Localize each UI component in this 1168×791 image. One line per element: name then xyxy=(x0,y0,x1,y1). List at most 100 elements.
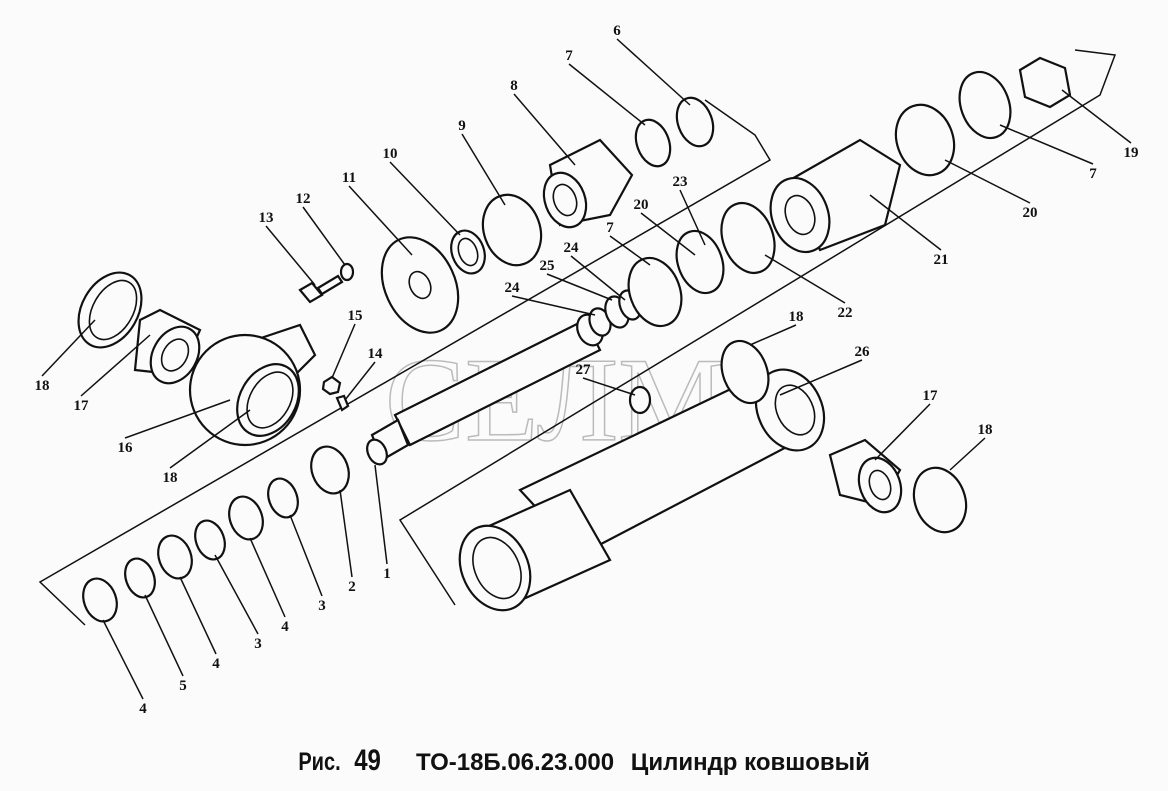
part-nut-15 xyxy=(321,375,342,396)
leader-line xyxy=(546,273,613,301)
part-nut-19 xyxy=(1018,56,1072,109)
callout-labels: 6789101112131415161718181972021222320724… xyxy=(35,23,1139,717)
leader-line xyxy=(169,409,251,469)
callout-6: 6 xyxy=(613,23,621,39)
leader-line xyxy=(764,254,846,304)
assembly-line-upper xyxy=(398,49,1117,606)
leader-line xyxy=(179,576,217,655)
callout-14: 14 xyxy=(368,346,384,362)
callout-4: 4 xyxy=(139,701,147,717)
part-bushing-17-right xyxy=(828,438,903,514)
part-ring-4-a xyxy=(82,577,118,623)
figure-label: Рис. 49 xyxy=(298,744,381,778)
callout-22: 22 xyxy=(838,305,853,321)
callout-9: 9 xyxy=(458,118,466,134)
leader-line xyxy=(999,124,1094,165)
callout-26: 26 xyxy=(855,344,871,360)
figure-caption: Рис. 49 ТО-18Б.06.23.000 Цилиндр ковшовы… xyxy=(0,744,1168,778)
callout-7: 7 xyxy=(1089,166,1097,182)
callout-16: 16 xyxy=(118,440,134,456)
leader-line xyxy=(461,133,506,206)
callout-2: 2 xyxy=(348,579,356,595)
leader-line xyxy=(214,554,259,635)
part-nut-2 xyxy=(310,445,350,495)
callout-12: 12 xyxy=(296,191,311,207)
part-gland-8 xyxy=(542,138,634,229)
leader-line xyxy=(513,93,576,166)
leader-line xyxy=(302,206,346,266)
part-cylinder-barrel-26 xyxy=(458,368,826,612)
leader-line xyxy=(124,399,231,439)
leader-line xyxy=(289,514,323,597)
leader-line xyxy=(640,212,696,256)
callout-17: 17 xyxy=(74,398,90,414)
callout-21: 21 xyxy=(934,252,949,268)
part-ring-18-right-top xyxy=(720,339,770,405)
callout-20: 20 xyxy=(634,197,649,213)
figure-number: 49 xyxy=(354,744,382,777)
part-ring-22 xyxy=(720,202,776,274)
leader-line xyxy=(582,377,636,396)
part-ring-10 xyxy=(450,229,486,275)
callout-5: 5 xyxy=(179,678,187,694)
callout-15: 15 xyxy=(348,308,363,324)
callout-4: 4 xyxy=(281,619,289,635)
leader-line xyxy=(344,361,376,401)
callout-13: 13 xyxy=(259,210,274,226)
part-ring-6 xyxy=(675,96,715,148)
leader-line xyxy=(374,464,388,565)
callout-7: 7 xyxy=(606,220,614,236)
part-ring-3-b xyxy=(267,477,299,519)
part-ring-7-right xyxy=(958,70,1012,140)
part-ring-18-middle xyxy=(236,363,300,437)
part-bolt-13 xyxy=(298,274,344,304)
leader-line xyxy=(749,324,797,346)
part-ring-20-mid xyxy=(675,229,725,295)
callout-23: 23 xyxy=(673,174,688,190)
leader-line xyxy=(249,537,286,618)
part-ring-7-top xyxy=(634,118,672,168)
leader-line xyxy=(339,489,353,578)
callout-18: 18 xyxy=(789,309,804,325)
leader-line xyxy=(779,359,863,396)
leader-line xyxy=(944,159,1031,204)
callout-3: 3 xyxy=(254,636,262,652)
callout-18: 18 xyxy=(35,378,50,394)
assembly-line-lower xyxy=(38,99,772,626)
callout-3: 3 xyxy=(318,598,326,614)
callout-20: 20 xyxy=(1023,205,1038,221)
leader-line xyxy=(389,161,461,236)
part-ring-3-a xyxy=(194,519,226,561)
leader-line xyxy=(874,403,931,461)
part-piston-21 xyxy=(769,138,902,254)
part-ring-5 xyxy=(124,557,156,599)
part-washer-12 xyxy=(339,262,355,282)
callout-24: 24 xyxy=(564,240,580,256)
callout-18: 18 xyxy=(978,422,993,438)
leader-line xyxy=(568,63,646,126)
leader-line xyxy=(1061,89,1132,144)
leader-line xyxy=(265,225,316,286)
leader-line xyxy=(869,194,942,251)
part-ring-4-c xyxy=(228,495,264,541)
leader-line xyxy=(348,185,413,256)
leader-line xyxy=(609,235,651,266)
leader-line xyxy=(41,319,96,377)
part-ring-18-right xyxy=(912,466,968,534)
callout-11: 11 xyxy=(342,170,356,186)
leader-line xyxy=(616,38,691,106)
part-bushing-17-left xyxy=(133,308,202,385)
part-ring-18-left xyxy=(77,271,143,349)
leader-line xyxy=(570,255,626,301)
leader-line xyxy=(80,334,151,397)
callout-8: 8 xyxy=(510,78,518,94)
leader-line xyxy=(949,437,986,471)
figure-prefix: Рис. xyxy=(298,748,341,776)
callout-17: 17 xyxy=(923,388,939,404)
leader-line xyxy=(511,295,596,316)
drawing-code: ТО-18Б.06.23.000 xyxy=(416,749,615,776)
part-bushing-27 xyxy=(628,385,652,415)
leader-line xyxy=(331,323,356,379)
callout-19: 19 xyxy=(1124,145,1139,161)
